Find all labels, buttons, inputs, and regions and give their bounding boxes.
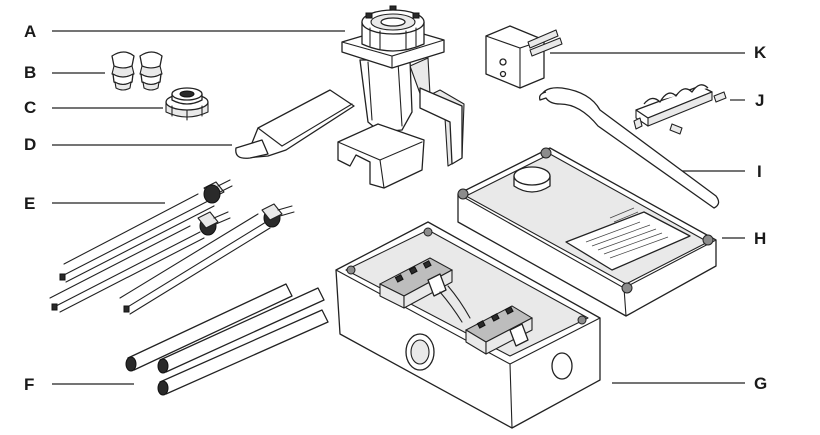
part-k-box (485, 25, 563, 89)
label-j-text: J (755, 91, 764, 110)
label-b: B (24, 63, 105, 82)
label-j: J (730, 91, 764, 110)
label-i-text: I (757, 162, 762, 181)
part-j-clip (633, 84, 727, 135)
label-c-text: C (24, 98, 36, 117)
part-d-sachet (235, 89, 355, 159)
label-e-text: E (24, 194, 35, 213)
label-h: H (722, 229, 766, 248)
part-c-gland (165, 87, 209, 121)
label-f-text: F (24, 375, 34, 394)
label-g-text: G (754, 374, 767, 393)
label-a-text: A (24, 22, 36, 41)
part-f-rods (125, 283, 329, 396)
label-e: E (24, 194, 165, 213)
part-h-lid (457, 147, 717, 317)
label-k-text: K (754, 43, 767, 62)
label-g: G (612, 374, 767, 393)
label-c: C (24, 98, 163, 117)
label-i: I (675, 162, 762, 181)
label-f: F (24, 375, 134, 394)
part-i-spanner (538, 87, 720, 209)
label-b-text: B (24, 63, 36, 82)
label-h-text: H (754, 229, 766, 248)
part-a-stand (337, 5, 465, 189)
label-k: K (550, 43, 767, 62)
part-g-enclosure (335, 221, 601, 429)
label-d-text: D (24, 135, 36, 154)
part-b-plugs (111, 51, 163, 91)
label-d: D (24, 135, 232, 154)
label-a: A (24, 22, 345, 41)
part-e-cables (49, 179, 295, 315)
